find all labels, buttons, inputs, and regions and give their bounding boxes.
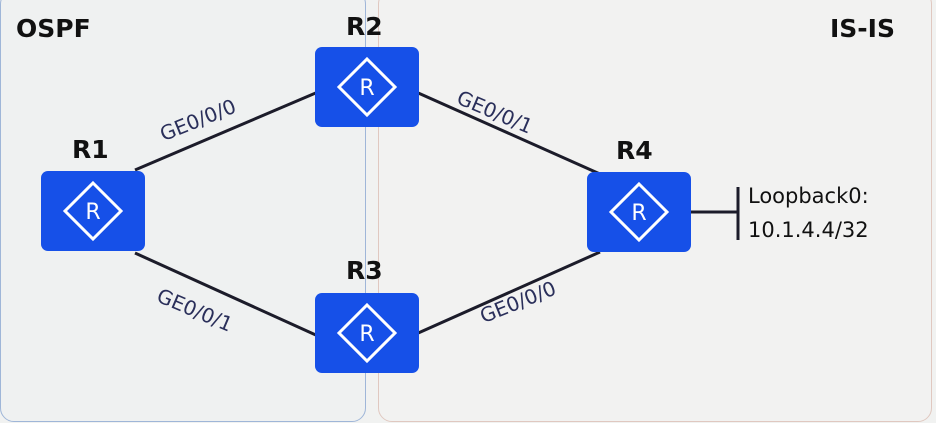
link-r1-r2 (134, 90, 319, 172)
r4-label: R4 (616, 136, 653, 165)
router-icon: R (62, 180, 124, 242)
svg-text:R: R (85, 200, 100, 225)
loopback-name: Loopback0: (748, 184, 869, 208)
link-r1-r3 (134, 251, 319, 338)
svg-text:R: R (359, 322, 374, 347)
router-icon: R (608, 181, 670, 243)
loopback-address: 10.1.4.4/32 (748, 218, 869, 242)
router-icon: R (336, 302, 398, 364)
r1-label: R1 (72, 135, 109, 164)
router-icon: R (336, 56, 398, 118)
svg-text:R: R (359, 76, 374, 101)
r2-label: R2 (346, 12, 383, 41)
link-r3-r4 (415, 250, 601, 336)
router-r1[interactable]: R (41, 171, 145, 251)
router-r4[interactable]: R (587, 172, 691, 252)
isis-label: IS-IS (830, 14, 895, 43)
ospf-label: OSPF (16, 14, 91, 43)
svg-text:R: R (631, 201, 646, 226)
link-r2-r4 (415, 90, 601, 176)
router-r3[interactable]: R (315, 293, 419, 373)
r3-label: R3 (346, 256, 383, 285)
router-r2[interactable]: R (315, 47, 419, 127)
